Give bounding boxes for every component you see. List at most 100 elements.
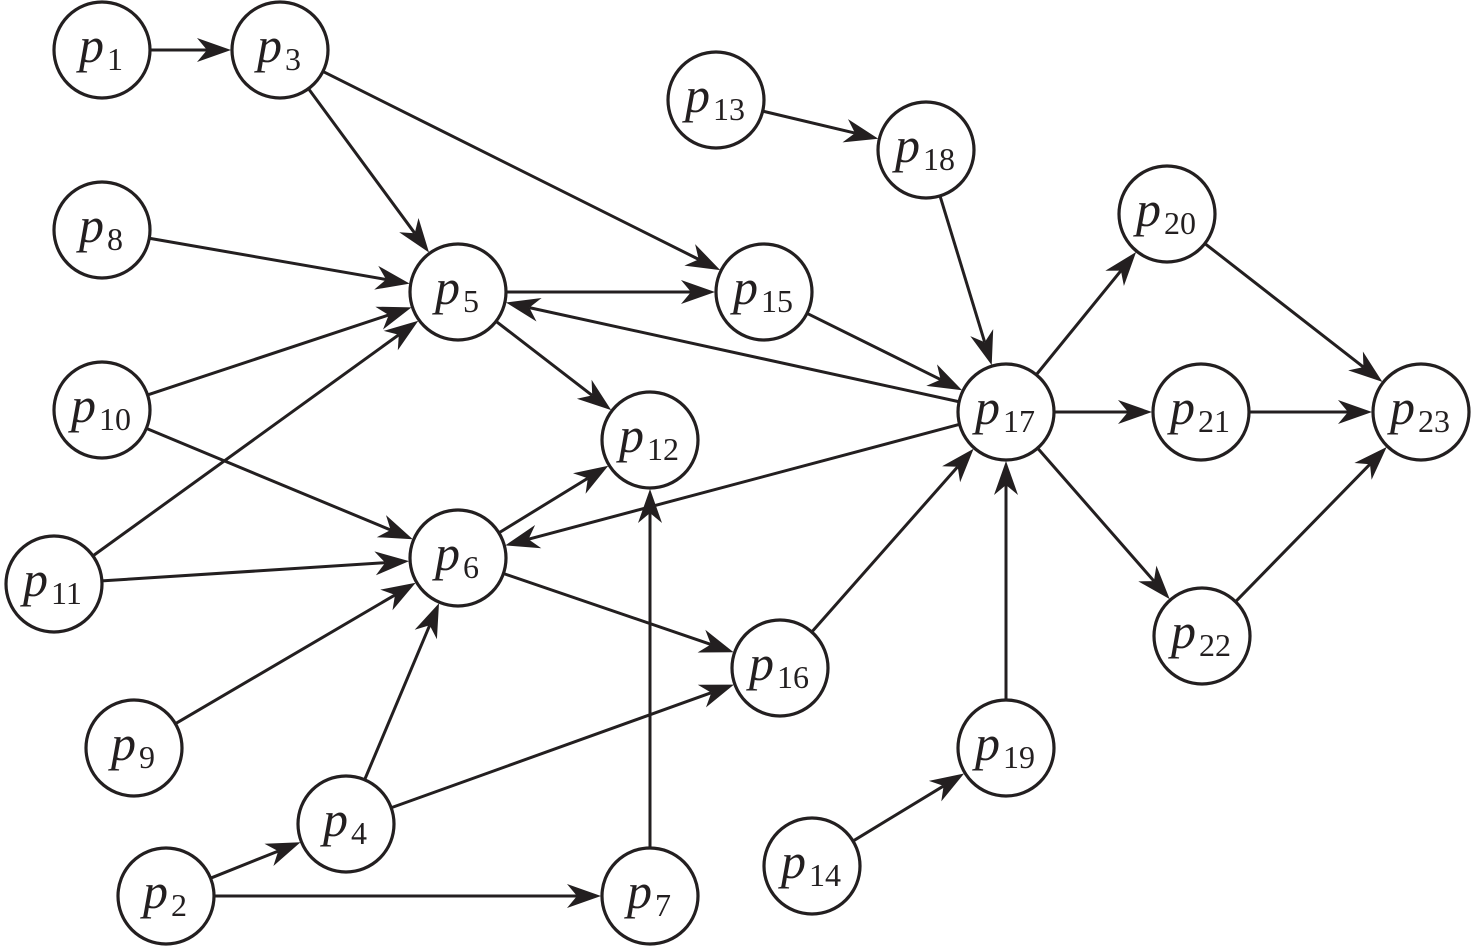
edge-line xyxy=(174,593,396,726)
edge-line xyxy=(390,691,712,810)
edge-line xyxy=(806,311,942,381)
node-circle xyxy=(52,180,152,280)
node-label-subscript: 2 xyxy=(171,887,187,923)
edge-p13-p18 xyxy=(762,109,879,143)
node-label: p xyxy=(68,377,96,433)
node-circle xyxy=(956,698,1056,798)
arrowhead-icon xyxy=(697,684,734,708)
arrowhead-icon xyxy=(383,320,419,351)
arrowhead-icon xyxy=(970,329,994,366)
arrowhead-icon xyxy=(928,773,965,802)
arrowhead-icon xyxy=(1338,400,1372,424)
edge-p14-p19 xyxy=(852,773,965,843)
arrowhead-icon xyxy=(573,465,609,494)
node-label: p xyxy=(432,259,460,315)
edge-p11-p6 xyxy=(101,551,410,583)
edge-line xyxy=(147,313,390,397)
node-label: p xyxy=(432,525,460,581)
arrowhead-icon xyxy=(505,525,542,549)
edge-line xyxy=(938,195,987,343)
node-label-subscript: 3 xyxy=(285,41,301,77)
arrowhead-icon xyxy=(505,298,542,322)
node-label-subscript: 6 xyxy=(463,549,479,585)
edge-line xyxy=(1036,447,1156,583)
node-circle xyxy=(730,618,830,718)
node-label: p xyxy=(892,117,920,173)
edge-p1-p3 xyxy=(150,38,231,62)
arrowhead-icon xyxy=(697,629,734,653)
node-circle xyxy=(84,698,184,798)
arrowhead-icon xyxy=(994,461,1018,495)
node-label: p xyxy=(1387,379,1415,435)
edge-p19-p17 xyxy=(994,461,1018,700)
edge-p8-p5 xyxy=(149,236,410,290)
arrowhead-icon xyxy=(374,551,410,576)
arrowhead-icon xyxy=(1118,400,1152,424)
edge-line xyxy=(307,87,416,235)
node-circle xyxy=(408,242,508,342)
node-circle xyxy=(600,390,700,490)
node-label-subscript: 7 xyxy=(655,887,671,923)
node-label-subscript: 20 xyxy=(1164,205,1196,241)
node-label: p xyxy=(76,197,104,253)
edge-p7-p12 xyxy=(638,489,662,848)
edge-line xyxy=(1234,463,1372,603)
node-label-subscript: 23 xyxy=(1418,403,1450,439)
node-label: p xyxy=(76,17,104,73)
node-label-subscript: 11 xyxy=(51,575,82,611)
arrowhead-icon xyxy=(374,265,410,290)
edge-line xyxy=(810,465,959,634)
arrowhead-icon xyxy=(1105,252,1137,286)
node-label-subscript: 12 xyxy=(647,431,679,467)
edge-p2-p7 xyxy=(214,884,601,908)
node-label: p xyxy=(1167,379,1195,435)
node-circle xyxy=(296,774,396,874)
edge-p15-p17 xyxy=(806,311,963,391)
edge-p16-p17 xyxy=(810,448,974,634)
edge-p22-p23 xyxy=(1234,447,1387,603)
arrowhead-icon xyxy=(264,842,301,866)
arrowhead-icon xyxy=(681,280,715,304)
edge-p17-p20 xyxy=(1035,252,1137,376)
node-label-subscript: 17 xyxy=(1003,403,1035,439)
edge-line xyxy=(528,306,960,404)
node-circle xyxy=(4,534,104,634)
node-label: p xyxy=(972,715,1000,771)
edge-p5-p12 xyxy=(495,320,612,411)
edge-p17-p21 xyxy=(1054,400,1152,424)
edge-line xyxy=(852,784,945,843)
edge-line xyxy=(149,236,387,281)
arrowhead-icon xyxy=(684,244,721,271)
edge-line xyxy=(101,561,386,583)
edge-p21-p23 xyxy=(1249,400,1372,424)
arrowhead-icon xyxy=(1354,447,1387,480)
edge-p17-p5 xyxy=(505,298,960,404)
arrowhead-icon xyxy=(197,38,231,62)
edge-p3-p15 xyxy=(322,70,721,271)
node-label-subscript: 13 xyxy=(713,91,745,127)
edge-p11-p5 xyxy=(92,320,419,558)
edge-line xyxy=(502,572,712,646)
node-circle xyxy=(230,0,330,100)
node-label: p xyxy=(320,791,348,847)
node-circle xyxy=(1371,362,1471,462)
edge-p5-p15 xyxy=(506,280,715,304)
node-label-subscript: 21 xyxy=(1198,403,1230,439)
